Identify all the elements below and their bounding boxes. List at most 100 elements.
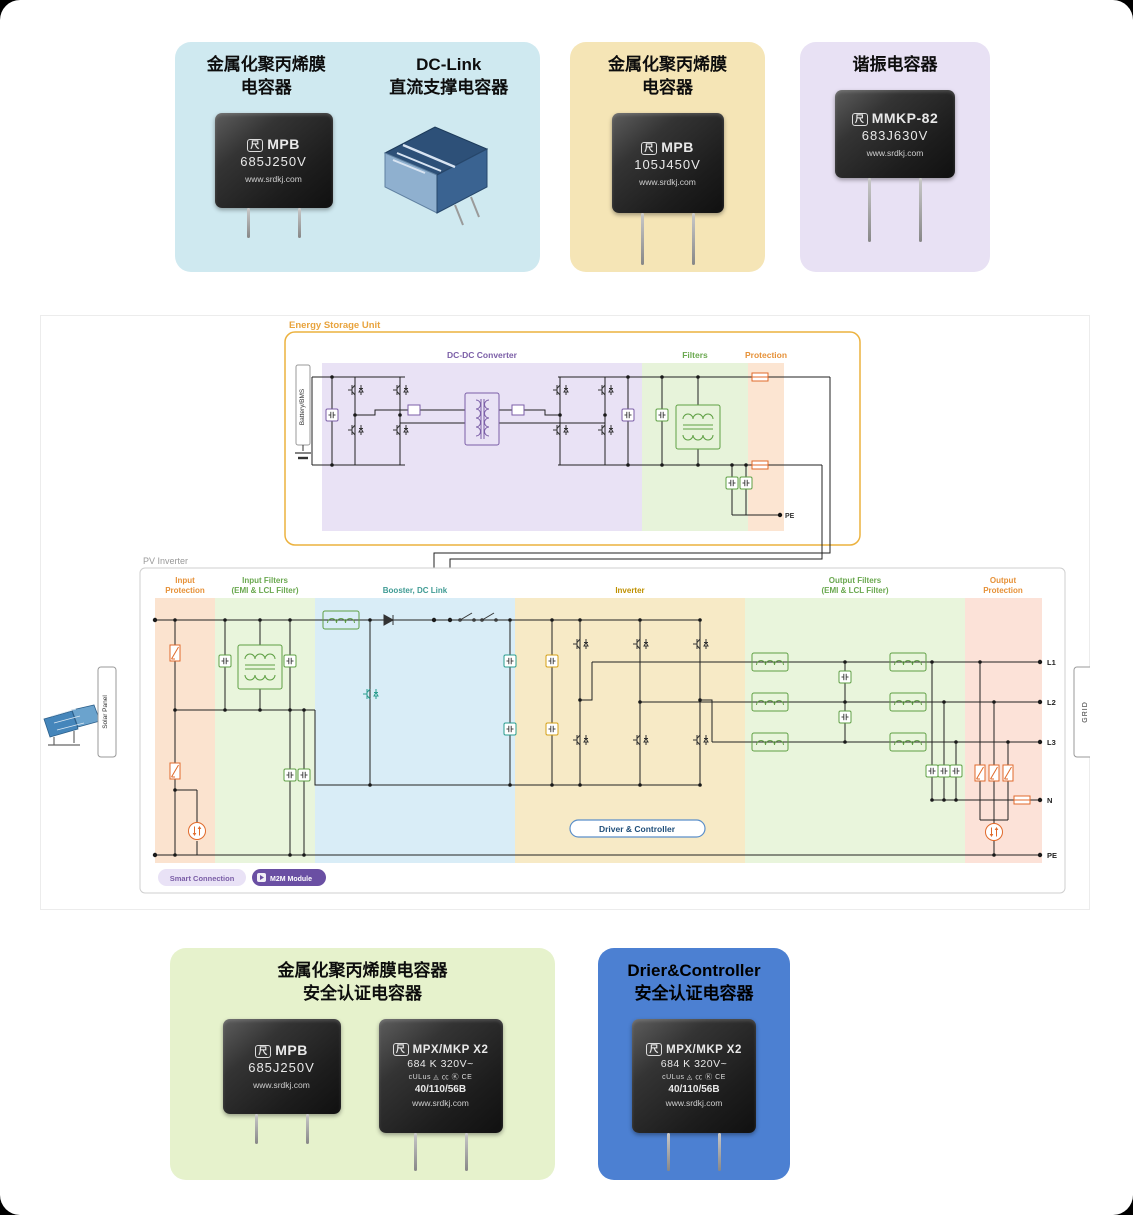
capacitor-symbol [937, 764, 951, 778]
capacitor-leads [868, 177, 922, 242]
output-filters-band [745, 598, 965, 863]
capacitor-value: 685J250V [248, 1060, 315, 1076]
pv-inverter: PV Inverter Input Protection Input Filte… [139, 375, 1066, 894]
dclink-capacitor-image [383, 126, 488, 226]
line-label-l3: L3 [1047, 738, 1056, 747]
input-filters-label: (EMI & LCL Filter) [232, 586, 299, 595]
capacitor-leads [640, 212, 695, 265]
brand-logo: 尺 [641, 141, 658, 155]
junction-dots [152, 375, 1043, 858]
capacitor-value: 684 K 320V~ [660, 1058, 728, 1071]
grid-label: GRID [1082, 701, 1089, 723]
card-title-line: DC-Link [416, 55, 482, 74]
series-component [511, 404, 525, 416]
battery-bms-label: Battery/BMS [299, 388, 306, 425]
grid-box [1073, 666, 1090, 758]
brand-logo: 尺 [392, 1043, 409, 1057]
card-title-line: Drier&Controller [627, 961, 761, 980]
capacitor-site: www.srdkj.com [412, 1098, 469, 1109]
capacitor-leads [667, 1132, 721, 1171]
output-filters-label: (EMI & LCL Filter) [822, 586, 889, 595]
system-diagram: Energy Storage Unit DC-DC Converter Filt… [40, 315, 1090, 910]
esu-title: Energy Storage Unit [289, 320, 381, 331]
input-protection-label: Protection [165, 586, 205, 595]
fuse-symbol [751, 372, 769, 382]
capacitor-symbol [297, 768, 311, 782]
capacitor-site: www.srdkj.com [665, 1098, 723, 1109]
varistor-symbol [1002, 764, 1014, 782]
m2m-module-badge [252, 869, 326, 886]
capacitor-value: 684 K 320V~ [407, 1058, 474, 1071]
card-title: DC-Link 直流支撑电容器 [358, 54, 541, 100]
driver-controller-box [569, 819, 706, 838]
pv-title: PV Inverter [143, 556, 188, 566]
card-title-line: 直流支撑电容器 [389, 77, 509, 97]
brand-logo: 尺 [255, 1045, 272, 1059]
capacitor-symbol [545, 654, 559, 668]
card-title-line: 金属化聚丙烯膜 [608, 55, 727, 74]
capacitor-symbol [949, 764, 963, 778]
capacitor-value: 685J250V [240, 154, 307, 170]
capacitor-leads [254, 1113, 309, 1144]
booster-label: Booster, DC Link [383, 586, 448, 595]
dclink-capacitor-symbol [503, 722, 517, 736]
input-filters-band [215, 598, 315, 863]
card-title: 金属化聚丙烯膜 电容器 [570, 54, 765, 100]
line-label-l2: L2 [1047, 698, 1056, 707]
varistor-symbol [169, 644, 181, 662]
capacitor-symbol [655, 408, 669, 422]
capacitor-symbol [739, 476, 753, 490]
dclink-capacitor-symbol [503, 654, 517, 668]
input-protection-band [155, 598, 215, 863]
output-filters-label: Output Filters [829, 576, 882, 585]
capacitor-symbol [218, 654, 232, 668]
inverter-label: Inverter [615, 586, 644, 595]
surge-arrester-symbol [188, 822, 206, 840]
capacitor-value: 683J630V [861, 127, 929, 143]
line-label-pe: PE [1047, 851, 1057, 860]
esu-box [284, 331, 861, 546]
output-protection-label: Output [990, 576, 1017, 585]
varistor-symbol [988, 764, 1000, 782]
card-title-line: 安全认证电容器 [303, 983, 422, 1003]
card-title-line: 金属化聚丙烯膜 [206, 55, 326, 74]
solar-panel-label: Solar Panel [102, 695, 109, 729]
card-title-line: 谐振电容器 [852, 55, 938, 74]
booster-band [315, 598, 515, 863]
capacitor-series: 40/110/56B [414, 1084, 467, 1096]
card-title: Drier&Controller 安全认证电容器 [598, 960, 790, 1006]
pe-terminal [777, 512, 783, 518]
esu-protection-region [748, 363, 784, 531]
output-protection-band [965, 598, 1042, 863]
brand-logo: 尺 [646, 1043, 663, 1057]
surge-arrester-symbol [985, 823, 1003, 841]
certification-marks: cULus ◬ ㏄ Ⓚ CE [408, 1074, 473, 1082]
solar-panel-icon [43, 704, 101, 746]
capacitor-leads [413, 1132, 468, 1171]
smart-connection-label: Smart Connection [170, 874, 235, 883]
card-title-line: 电容器 [240, 77, 292, 97]
dcdc-label: DC-DC Converter [447, 350, 518, 360]
varistor-symbol [974, 764, 986, 782]
solar-panel-box [97, 666, 117, 758]
battery-icon [295, 445, 311, 460]
capacitor-symbol [545, 722, 559, 736]
output-protection-label: Protection [983, 586, 1023, 595]
play-icon [260, 875, 264, 880]
capacitor-symbol [325, 408, 339, 422]
series-component [407, 404, 421, 416]
esu-wires [311, 376, 831, 620]
capacitor-symbol [838, 710, 852, 724]
line-label-l1: L1 [1047, 658, 1056, 667]
